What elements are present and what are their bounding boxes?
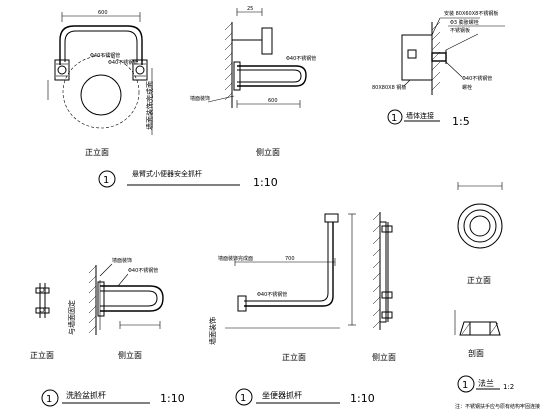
detail-a-title: 墙体连接: [406, 111, 434, 120]
drawing-b-front-view: 正立面: [30, 283, 54, 360]
label-wall-c: 墙面装饰完成面: [218, 255, 253, 262]
title-c: 坐便器抓杆: [262, 390, 302, 400]
title-num-c: 1: [240, 393, 246, 404]
detail-b-bottom-label: 剖面: [468, 348, 484, 358]
label-pipe-a1: Φ40不锈钢管: [90, 52, 120, 59]
detail-a-scale: 1:5: [452, 115, 470, 128]
drawing-a-title: 1 悬臂式小便器安全抓杆 1:10: [98, 169, 278, 189]
drawing-c-side-view: 侧立面: [372, 212, 396, 362]
side-label-c: 侧立面: [372, 352, 396, 362]
drawing-c-front-view: 700 墙面装饰完成面 Φ40不锈钢管 墙面装饰 正立面: [208, 213, 356, 362]
dim-top-a: 600: [98, 10, 108, 16]
title-num-b: 1: [46, 394, 52, 405]
detail-b-note: 注：不锈钢扶手应与原有结构牢固连接: [455, 403, 540, 410]
label-pipe-a-side: Φ40不锈钢管: [286, 55, 316, 62]
front-label-b: 正立面: [30, 350, 54, 360]
detail-b-top-label: 正立面: [467, 275, 491, 285]
detail-b-scale: 1:2: [503, 383, 514, 391]
title-a: 悬臂式小便器安全抓杆: [132, 169, 202, 178]
label-pipe-b: Φ40不锈钢管: [128, 267, 158, 274]
label-wall-b: 墙面装饰: [112, 257, 132, 264]
label-vert-b: 与墙面固定: [67, 300, 76, 335]
detail-b-title-num: 1: [462, 380, 468, 391]
label-wall-a: 墙面装饰完成面: [145, 81, 154, 130]
drawing-a-front-view: 600 Φ40不锈钢管 Φ40不锈钢管 墙面装饰完成面 正立面: [47, 10, 154, 157]
detail-a-label-mid2: 不锈钢板: [450, 27, 470, 34]
side-label-b: 侧立面: [118, 350, 142, 360]
front-label-c: 正立面: [282, 352, 306, 362]
scale-b: 1:10: [160, 392, 185, 405]
side-label-a: 侧立面: [256, 147, 280, 157]
scale-c: 1:10: [350, 392, 375, 405]
label-pipe-a2: Φ40不锈钢管: [108, 59, 138, 66]
detail-a-label-pipe: Φ40不锈钢管: [462, 75, 492, 82]
title-b: 洗脸盆抓杆: [66, 390, 106, 400]
detail-a-title-num: 1: [391, 113, 397, 124]
detail-a-wall-connection: 安装 80X60X8不锈钢板 Φ3 膨胀螺栓 不锈钢板 Φ40不锈钢管 80X8…: [372, 10, 505, 128]
detail-a-label-bottom2: 螺栓: [462, 84, 472, 91]
drawing-a-side-view: 25 600 Φ40不锈钢管 墙面装饰 侧立面: [190, 6, 316, 157]
drawing-b-title: 1 洗脸盆抓杆 1:10: [41, 389, 185, 407]
detail-a-label-mid: Φ3 膨胀螺栓: [450, 19, 479, 26]
dim-side-bottom-a: 600: [268, 98, 278, 104]
dim-top-c: 700: [285, 256, 295, 262]
detail-a-label-bottom: 80X80X8 钢板: [372, 84, 406, 91]
detail-b-title: 法兰: [478, 378, 494, 388]
label-base-a: 墙面装饰: [190, 95, 210, 102]
label-pipe-c: Φ40不锈钢管: [257, 291, 287, 298]
drawing-b-side-view: 墙面装饰 Φ40不锈钢管 与墙面固定 侧立面: [67, 257, 164, 360]
detail-a-label-top: 安装 80X60X8不锈钢板: [444, 10, 498, 17]
drawing-c-title: 1 坐便器抓杆 1:10: [235, 388, 375, 406]
scale-a: 1:10: [253, 176, 278, 189]
detail-b-flange: 正立面 剖面 1 法兰 1:2 注：不锈钢扶手应与原有结构牢固连接: [454, 182, 540, 410]
label-wall2-c: 墙面装饰: [208, 317, 217, 345]
title-num-a: 1: [103, 175, 109, 186]
dim-side-top-a: 25: [247, 6, 253, 12]
front-label-a: 正立面: [85, 147, 109, 157]
